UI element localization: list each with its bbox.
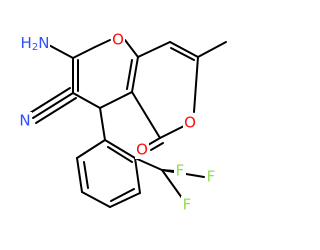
bond-c7-methyl	[197, 41, 227, 58]
bond-c8-c7-double	[170, 47, 195, 61]
bond-cf3-f3	[161, 169, 183, 199]
bond-c3-cn	[32, 92, 74, 119]
bond-c7-o6	[193, 56, 199, 113]
bond-cn-triple-2	[35, 97, 77, 124]
bond-ph-2	[76, 157, 83, 193]
amino-label-bg	[20, 33, 50, 51]
nitrile-n-bg	[19, 112, 32, 130]
ring-oxygen-label: O	[112, 31, 124, 49]
f1-bg	[174, 162, 186, 180]
bond-ph-1	[76, 139, 106, 159]
bond-c2-o1	[72, 46, 96, 59]
bond-ph-6	[104, 139, 136, 159]
bond-c4-phenyl	[99, 107, 106, 141]
bond-ph-inner-2	[110, 188, 135, 202]
bond-c4-c4a	[99, 91, 133, 109]
molecule-structure: H2N N O O O F F F	[19, 31, 227, 214]
bond-o1-c8a	[94, 39, 111, 48]
bond-ph-cf3	[134, 157, 163, 171]
bond-c5-c4a	[131, 91, 161, 139]
fluorine-label-3: F	[183, 196, 192, 214]
bond-c8-c7	[169, 41, 199, 58]
f2-bg	[205, 168, 217, 186]
bond-layer	[29, 39, 227, 208]
bond-c5-carbonyl-double	[150, 142, 164, 151]
bond-c3-c4	[72, 92, 101, 109]
bond-ph-inner-3	[107, 146, 133, 163]
bond-c4a-c8a	[131, 56, 139, 93]
ring-o1-bg	[111, 31, 125, 49]
f3-bg	[181, 196, 193, 214]
bond-o6-c5	[159, 125, 185, 139]
atom-label-layer: H2N N O O O F F F	[19, 31, 217, 214]
carbonyl-oxygen-label: O	[136, 141, 148, 159]
bond-c4a-c8a-double	[126, 59, 133, 90]
bond-ph-inner-1	[83, 161, 89, 189]
carbonyl-o-bg	[135, 141, 149, 159]
fluorine-label-1: F	[176, 162, 185, 180]
fluorine-label-2: F	[207, 168, 216, 186]
bond-c5-carbonyl	[147, 137, 161, 146]
bond-ph-4	[109, 192, 141, 208]
bond-ph-3	[81, 191, 111, 208]
lactone-oxygen-label: O	[184, 114, 196, 132]
bond-ph-5	[134, 157, 141, 194]
amino-group-label: H2N	[21, 34, 50, 54]
ring-o2-bg	[183, 114, 197, 132]
bond-c8a-c8	[137, 41, 171, 58]
bond-cn-triple-1	[29, 87, 71, 114]
nitrile-nitrogen-label: N	[19, 112, 30, 130]
bond-o1-c8a-right	[124, 39, 139, 58]
